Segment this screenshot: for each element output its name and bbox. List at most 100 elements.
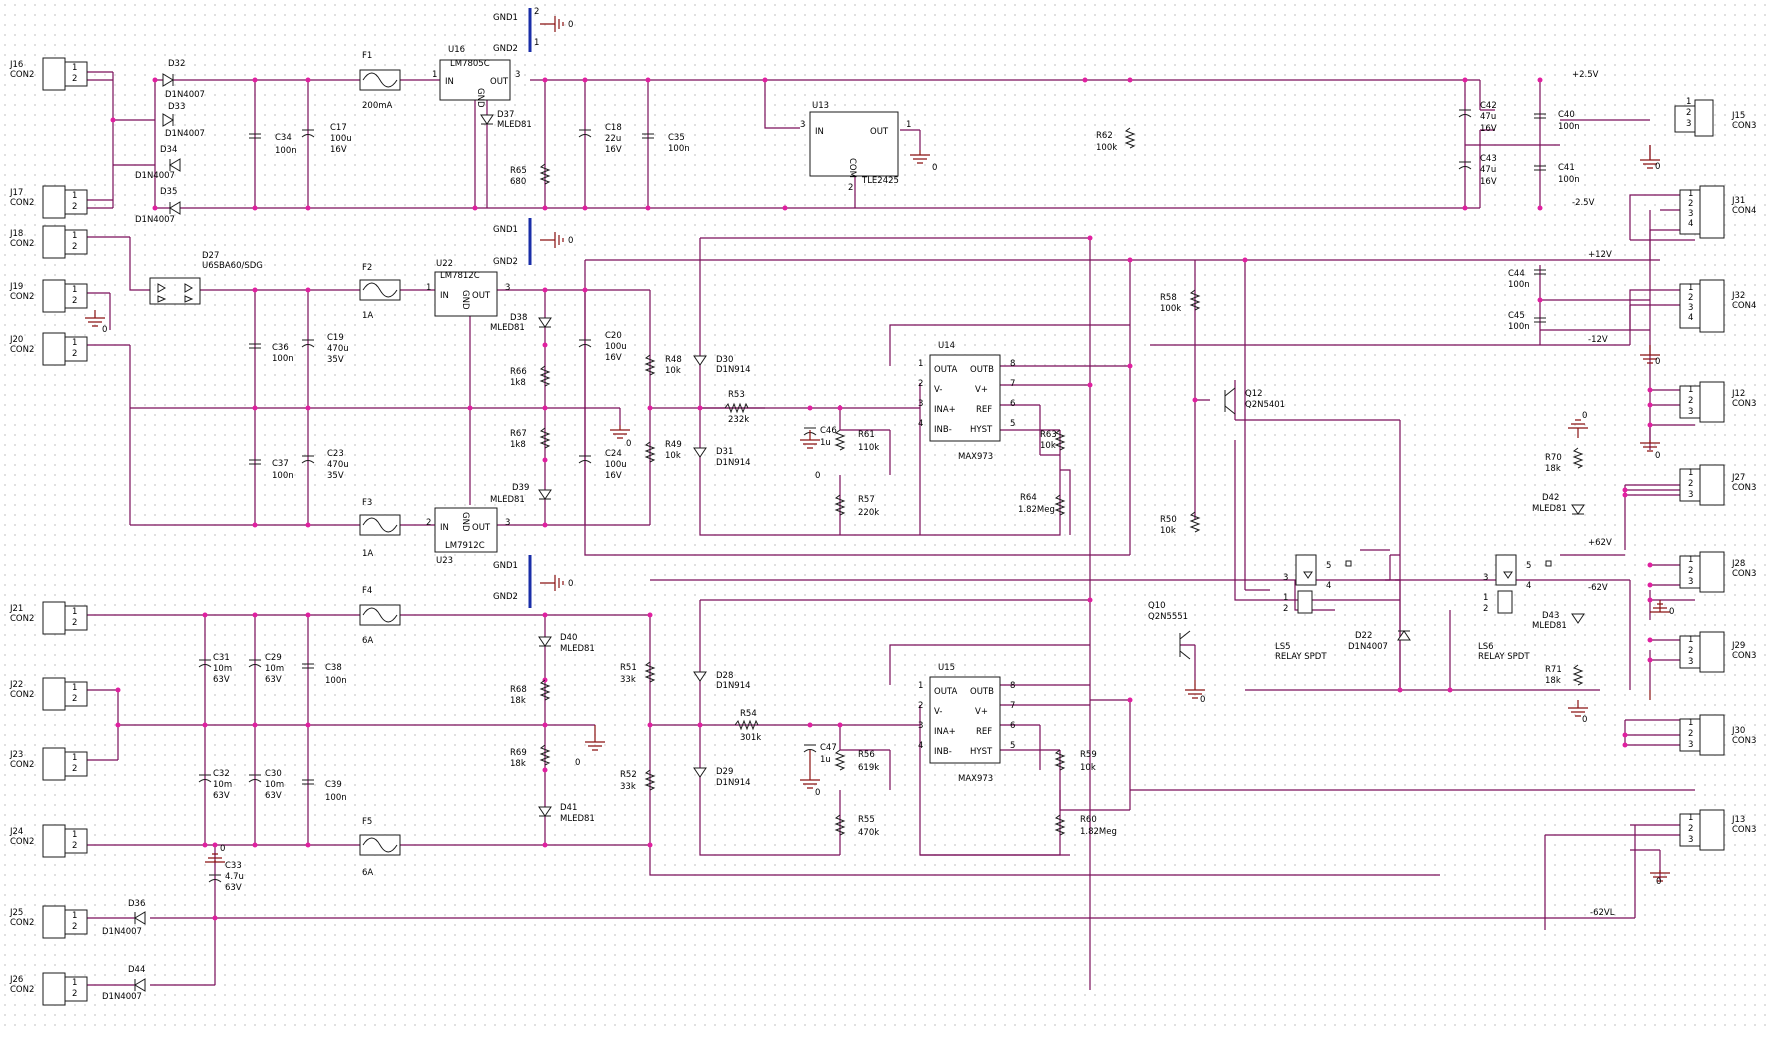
capacitor-c40: C40 100n [1534,110,1580,132]
svg-text:U13: U13 [812,101,829,111]
svg-text:100n: 100n [1558,122,1580,132]
svg-text:Q10: Q10 [1148,601,1166,611]
ground-icon: 0 [575,725,605,768]
svg-text:10m: 10m [213,780,232,790]
svg-text:C40: C40 [1558,110,1575,120]
svg-text:100n: 100n [272,471,294,481]
svg-text:232k: 232k [728,415,749,425]
svg-text:D1N914: D1N914 [716,681,751,691]
svg-text:1: 1 [72,191,77,201]
svg-text:D41: D41 [560,803,577,813]
svg-text:10k: 10k [1040,441,1056,451]
svg-text:GND: GND [460,290,470,310]
svg-text:3: 3 [1688,577,1693,587]
svg-text:C30: C30 [265,769,282,779]
svg-text:Q2N5551: Q2N5551 [1148,612,1188,622]
svg-text:1: 1 [1688,813,1693,823]
svg-text:10k: 10k [665,451,681,461]
svg-text:18k: 18k [510,759,526,769]
svg-text:8: 8 [1010,681,1015,691]
svg-text:R68: R68 [510,685,527,695]
svg-text:J18: J18 [9,229,23,239]
svg-text:2: 2 [1688,293,1693,303]
svg-text:1: 1 [432,70,437,80]
net-label-minus-62v: -62V [1588,583,1608,593]
svg-text:D37: D37 [497,110,514,120]
svg-text:35V: 35V [327,471,344,481]
svg-text:D42: D42 [1542,493,1559,503]
svg-text:R62: R62 [1096,131,1113,141]
svg-text:D38: D38 [510,313,527,323]
svg-text:D1N4007: D1N4007 [165,129,205,139]
svg-text:301k: 301k [740,733,761,743]
svg-text:R54: R54 [740,709,757,719]
svg-text:6A: 6A [362,636,373,646]
svg-text:C18: C18 [605,123,622,133]
svg-text:63V: 63V [213,791,230,801]
svg-text:0: 0 [1655,357,1660,367]
ground-icon: 0 [1568,411,1588,438]
svg-text:1: 1 [1688,385,1693,395]
svg-text:63V: 63V [265,675,282,685]
svg-text:63V: 63V [225,883,242,893]
svg-text:V+: V+ [975,385,988,395]
svg-text:REF: REF [976,405,992,415]
svg-text:CON2: CON2 [10,760,34,770]
svg-text:C19: C19 [327,333,344,343]
svg-text:D39: D39 [512,483,529,493]
svg-text:D36: D36 [128,899,145,909]
svg-text:3: 3 [1688,209,1693,219]
svg-text:3: 3 [800,120,805,130]
svg-text:TLE2425: TLE2425 [861,176,899,186]
svg-text:1u: 1u [820,438,831,448]
svg-text:1u: 1u [820,755,831,765]
svg-text:RELAY SPDT: RELAY SPDT [1275,652,1327,662]
net-label-plus-2v5: +2.5V [1572,70,1599,80]
svg-text:R65: R65 [510,166,527,176]
svg-text:J23: J23 [9,750,23,760]
svg-text:C32: C32 [213,769,230,779]
svg-text:GND: GND [460,512,470,532]
svg-text:HYST: HYST [970,747,993,757]
svg-text:C34: C34 [275,133,292,143]
svg-text:CON2: CON2 [10,345,34,355]
svg-text:C35: C35 [668,133,685,143]
svg-text:U16: U16 [448,45,465,55]
svg-text:D1N4007: D1N4007 [102,927,142,937]
svg-text:R49: R49 [665,440,682,450]
svg-text:OUT: OUT [472,523,491,533]
svg-text:16V: 16V [1480,177,1497,187]
svg-text:MAX973: MAX973 [958,452,993,462]
svg-text:6: 6 [1010,399,1015,409]
svg-text:OUT: OUT [870,127,889,137]
svg-text:C44: C44 [1508,269,1525,279]
svg-text:7: 7 [1010,379,1015,389]
svg-text:D43: D43 [1542,611,1559,621]
svg-text:33k: 33k [620,782,636,792]
